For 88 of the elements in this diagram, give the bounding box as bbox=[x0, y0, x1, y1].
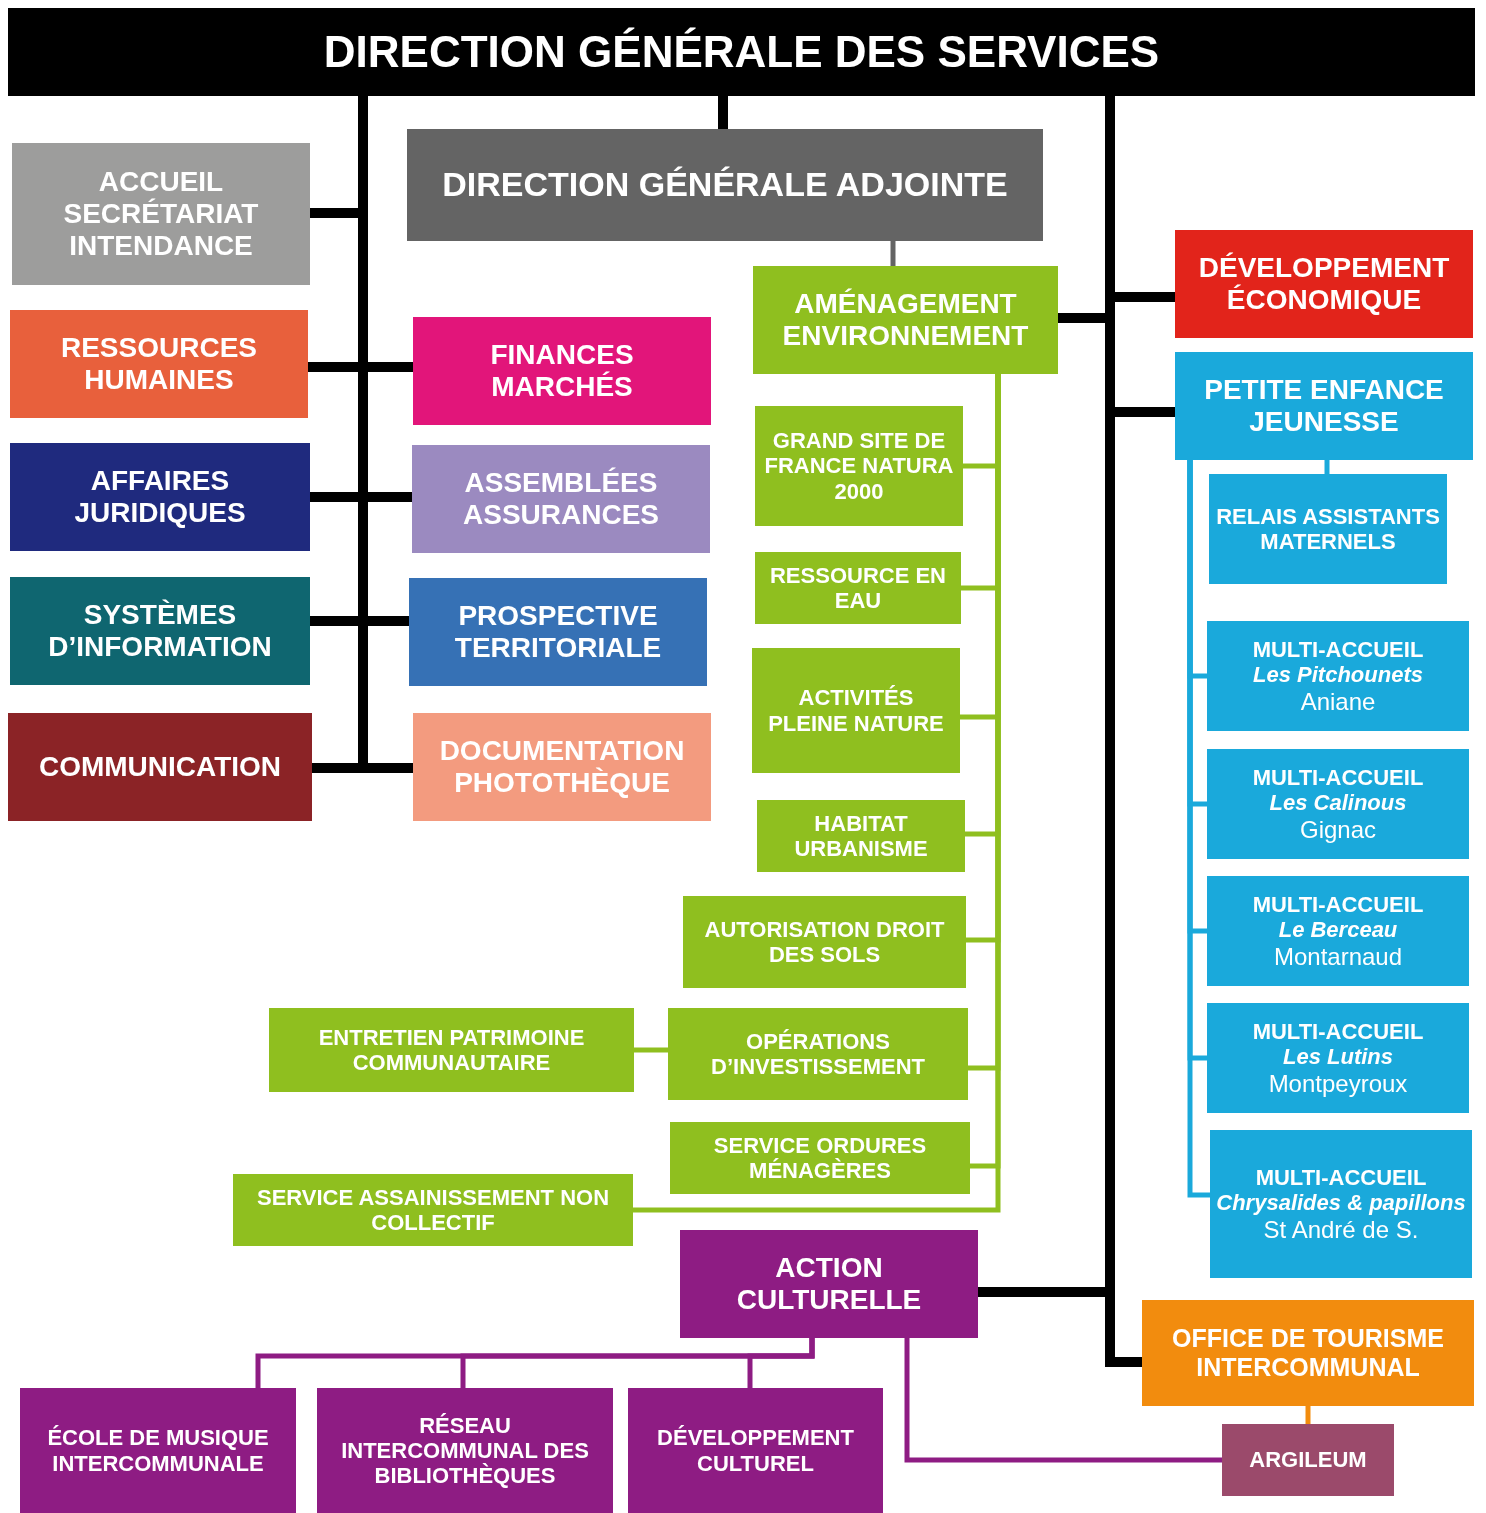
connector-line bbox=[1305, 1406, 1311, 1424]
department-label: DOCUMENTATION PHOTOTHÈQUE bbox=[438, 734, 686, 800]
department-box bbox=[670, 1122, 970, 1194]
location-label: St André de S. bbox=[1263, 1215, 1419, 1244]
department-box bbox=[8, 713, 312, 821]
department-box bbox=[668, 1008, 968, 1100]
department-box bbox=[20, 1388, 296, 1513]
department-label: RELAIS ASSISTANTS MATERNELS bbox=[1215, 503, 1441, 555]
department-label: FINANCES MARCHÉS bbox=[489, 338, 635, 404]
department-label: ÉCOLE DE MUSIQUE INTERCOMMUNALE bbox=[46, 1425, 270, 1476]
department-label: RÉSEAU INTERCOMMUNAL DES BIBLIOTHÈQUES bbox=[340, 1412, 590, 1489]
department-box bbox=[1222, 1424, 1394, 1496]
department-box bbox=[10, 310, 308, 418]
department-label: PETITE ENFANCE JEUNESSE bbox=[1203, 373, 1445, 439]
department-box bbox=[1175, 230, 1473, 338]
department-label: ACTION CULTURELLE bbox=[735, 1251, 923, 1317]
department-label: GRAND SITE DE FRANCE NATURA 2000 bbox=[763, 428, 955, 504]
department-box bbox=[269, 1008, 634, 1092]
department-label: ACTIVITÉS PLEINE NATURE bbox=[767, 685, 945, 736]
header-bar bbox=[8, 8, 1475, 96]
department-box bbox=[1210, 1130, 1472, 1278]
connector-line bbox=[1187, 460, 1210, 1198]
service-name: Les Lutins bbox=[1283, 1044, 1393, 1070]
department-label: MULTI-ACCUEIL bbox=[1252, 1018, 1424, 1045]
department-label: SERVICE ASSAINISSEMENT NON COLLECTIF bbox=[255, 1184, 611, 1236]
department-box bbox=[233, 1174, 633, 1246]
department-label: AFFAIRES JURIDIQUES bbox=[73, 464, 247, 530]
department-label: AMÉNAGEMENT ENVIRONNEMENT bbox=[781, 287, 1030, 353]
department-box bbox=[1209, 474, 1447, 584]
department-label: ASSEMBLÉES ASSURANCES bbox=[462, 466, 660, 532]
location-label: Aniane bbox=[1300, 687, 1376, 716]
connector-line bbox=[634, 1047, 668, 1053]
department-box bbox=[413, 317, 711, 425]
location-label: Gignac bbox=[1299, 815, 1376, 844]
department-label: ENTRETIEN PATRIMOINE COMMUNAUTAIRE bbox=[317, 1024, 586, 1076]
department-label: SERVICE ORDURES MÉNAGÈRES bbox=[712, 1132, 928, 1184]
department-box bbox=[1207, 1003, 1469, 1113]
service-name: Les Pitchounets bbox=[1253, 662, 1423, 688]
department-label: ACCUEIL SECRÉTARIAT INTENDANCE bbox=[62, 165, 260, 263]
department-label: MULTI-ACCUEIL bbox=[1252, 764, 1424, 791]
department-box bbox=[1207, 749, 1469, 859]
connector-line bbox=[747, 1338, 815, 1388]
department-label: DÉVELOPPEMENT ÉCONOMIQUE bbox=[1197, 251, 1451, 317]
department-box bbox=[757, 800, 965, 872]
department-label: HABITAT URBANISME bbox=[793, 810, 929, 862]
department-label: ARGILEUM bbox=[1249, 1447, 1367, 1473]
department-box bbox=[10, 577, 310, 685]
connector-line bbox=[718, 96, 728, 129]
department-label: PROSPECTIVE TERRITORIALE bbox=[453, 599, 663, 665]
department-label: DIRECTION GÉNÉRALE DES SERVICES bbox=[323, 26, 1160, 78]
department-box bbox=[413, 713, 711, 821]
service-name: Les Calinous bbox=[1269, 790, 1407, 816]
department-box bbox=[753, 266, 1058, 374]
department-label: DÉVELOPPEMENT CULTUREL bbox=[656, 1425, 855, 1476]
department-box bbox=[412, 445, 710, 553]
department-box bbox=[680, 1230, 978, 1338]
department-box bbox=[755, 552, 961, 624]
department-label: OFFICE DE TOURISME INTERCOMMUNAL bbox=[1171, 1324, 1445, 1382]
connector-line bbox=[1324, 460, 1330, 474]
service-name: Le Berceau bbox=[1278, 917, 1398, 943]
department-box bbox=[317, 1388, 613, 1513]
department-box bbox=[409, 578, 707, 686]
department-label: OPÉRATIONS D’INVESTISSEMENT bbox=[710, 1028, 926, 1080]
department-box bbox=[755, 406, 963, 526]
department-label: MULTI-ACCUEIL bbox=[1252, 636, 1424, 663]
department-box bbox=[1207, 876, 1469, 986]
department-box bbox=[10, 443, 310, 551]
department-label: SYSTÈMES D’INFORMATION bbox=[47, 598, 273, 664]
department-label: MULTI-ACCUEIL bbox=[1252, 891, 1424, 918]
department-label: RESSOURCES HUMAINES bbox=[59, 331, 258, 397]
department-box bbox=[1142, 1300, 1474, 1406]
department-box bbox=[1207, 621, 1469, 731]
department-box bbox=[407, 129, 1043, 241]
department-label: MULTI-ACCUEIL bbox=[1255, 1164, 1427, 1191]
department-box bbox=[12, 143, 310, 285]
department-box bbox=[628, 1388, 883, 1513]
department-label: AUTORISATION DROIT DES SOLS bbox=[703, 916, 946, 968]
service-name: Chrysalides & papillons bbox=[1216, 1190, 1466, 1216]
department-label: DIRECTION GÉNÉRALE ADJOINTE bbox=[442, 165, 1008, 205]
department-box bbox=[1175, 352, 1473, 460]
department-box bbox=[752, 648, 960, 773]
location-label: Montarnaud bbox=[1273, 942, 1403, 971]
location-label: Montpeyroux bbox=[1268, 1069, 1408, 1098]
connector-line bbox=[890, 241, 896, 266]
department-label: RESSOURCE EN EAU bbox=[768, 562, 947, 614]
department-label: COMMUNICATION bbox=[38, 750, 282, 784]
connector-line bbox=[904, 1338, 1222, 1463]
department-box bbox=[683, 896, 966, 988]
